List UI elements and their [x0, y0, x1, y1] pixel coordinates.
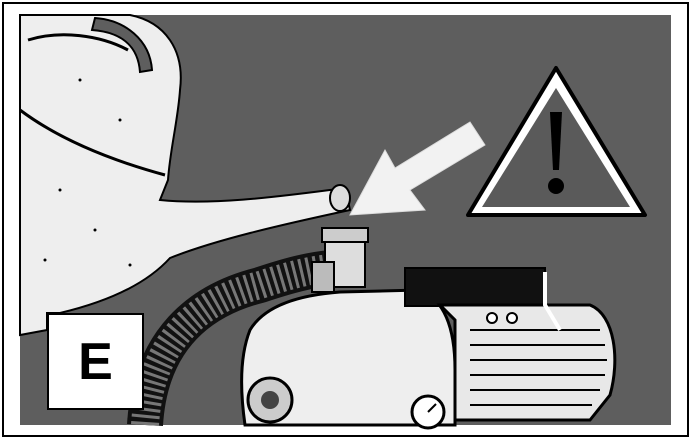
panel-label-box: E	[47, 313, 144, 410]
panel-label: E	[78, 336, 113, 388]
